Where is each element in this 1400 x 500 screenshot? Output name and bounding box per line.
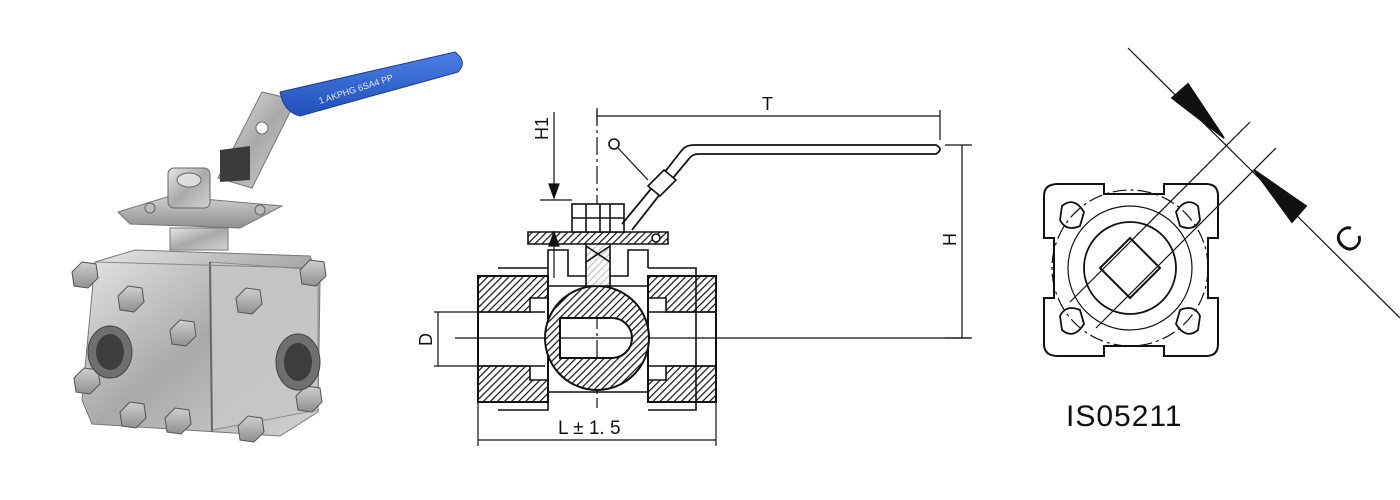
threaded-ports (87, 325, 321, 391)
label-H: H (940, 233, 960, 246)
square-drive (1098, 236, 1162, 300)
handle-lever (217, 91, 297, 189)
ball (543, 285, 651, 391)
body-bolts (71, 259, 327, 443)
handle-grip: 1 AKPHG 6SA4 PP (279, 51, 463, 117)
hub (1083, 221, 1177, 315)
mounting-pad (117, 167, 284, 251)
flange-caption: IS05211 (1066, 400, 1183, 433)
flange-outline (1043, 183, 1219, 357)
handle-drawing (608, 138, 941, 231)
dimension-T (596, 110, 941, 140)
right-end-cap (647, 275, 717, 403)
left-end-cap (477, 275, 549, 403)
dimension-H1 (540, 112, 572, 278)
bolt-slots (1059, 201, 1201, 335)
bolt-circle (1051, 189, 1209, 347)
iso-flange-drawing (1043, 47, 1400, 357)
arrow-c-bottom (1253, 169, 1308, 224)
label-H1: H1 (532, 117, 552, 140)
label-D: D (416, 333, 436, 346)
dimension-H (945, 144, 972, 339)
dimension-D (434, 311, 478, 367)
label-C: C (1327, 217, 1371, 261)
arrow-c-top (1170, 82, 1225, 139)
valve-photo: 1 AKPHG 6SA4 PP (71, 51, 463, 443)
label-T: T (762, 94, 773, 114)
stem (527, 203, 669, 287)
section-drawing (434, 108, 972, 446)
label-L: L ± 1. 5 (558, 418, 621, 439)
dimension-L (477, 402, 717, 446)
